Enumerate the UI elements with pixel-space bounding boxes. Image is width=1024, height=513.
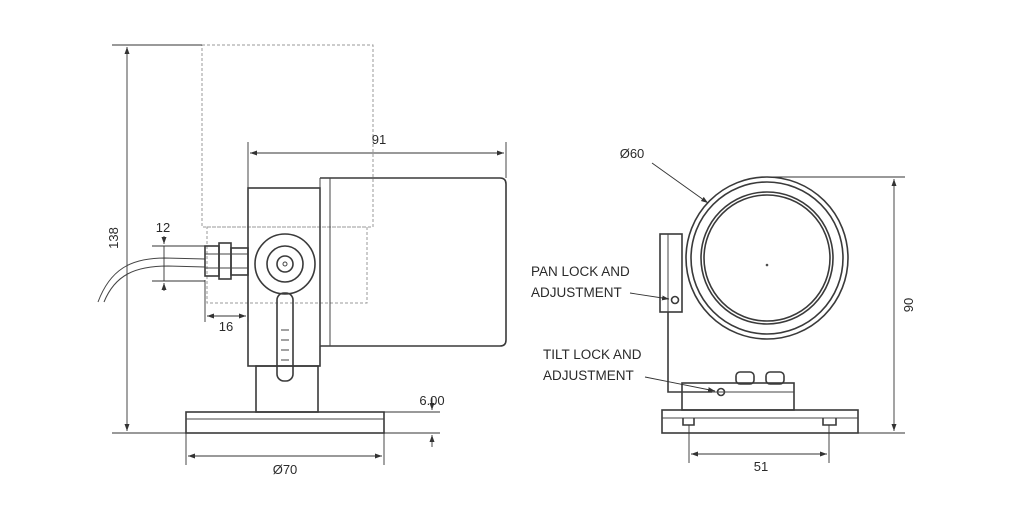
front-view: Ø60 90 51 PAN LOCK AND ADJUSTMENT TILT L…: [531, 146, 916, 474]
dim-lens-diameter-label: Ø60: [620, 146, 645, 161]
dim-base-thickness-label: 6.00: [419, 393, 444, 408]
hidden-lower-outline: [206, 226, 368, 304]
front-mount-base: [661, 371, 859, 434]
hidden-housing-outline: [201, 44, 374, 228]
dim-height-total-label: 138: [106, 227, 121, 249]
pan-bracket: [659, 233, 726, 397]
dim-front-height-label: 90: [901, 298, 916, 312]
dim-front-height: 90: [767, 176, 916, 434]
dim-base-diameter-label: Ø70: [273, 462, 298, 477]
dim-height-total: 138: [106, 44, 202, 434]
dim-cable-gland-label: 12: [156, 220, 170, 235]
housing-front: [685, 176, 849, 340]
dim-lens-diameter: Ø60: [620, 146, 709, 204]
dim-base-thickness: 6.00: [384, 393, 445, 447]
callout-tilt-line1: TILT LOCK AND: [543, 347, 642, 362]
tilt-bracket: [254, 233, 316, 382]
dim-gland-depth-label: 16: [219, 319, 233, 334]
mount-base: [185, 365, 385, 434]
dim-gland-depth: 16: [204, 280, 249, 334]
callout-pan-lock: PAN LOCK AND ADJUSTMENT: [531, 264, 670, 301]
dim-length-body-label: 91: [372, 132, 386, 147]
callout-pan-line2: ADJUSTMENT: [531, 285, 622, 300]
dim-mount-width-label: 51: [754, 459, 768, 474]
callout-tilt-line2: ADJUSTMENT: [543, 368, 634, 383]
dim-base-diameter: Ø70: [185, 433, 385, 477]
side-view: 138 91 12 16: [97, 44, 507, 477]
cable: [97, 257, 206, 303]
callout-tilt-lock: TILT LOCK AND ADJUSTMENT: [543, 347, 716, 393]
cable-gland: [204, 242, 249, 280]
callout-pan-line1: PAN LOCK AND: [531, 264, 630, 279]
dim-mount-width: 51: [688, 425, 830, 474]
dim-cable-gland: 12: [152, 220, 205, 291]
dim-length-body: 91: [247, 132, 507, 188]
cable-outer: [103, 265, 206, 303]
